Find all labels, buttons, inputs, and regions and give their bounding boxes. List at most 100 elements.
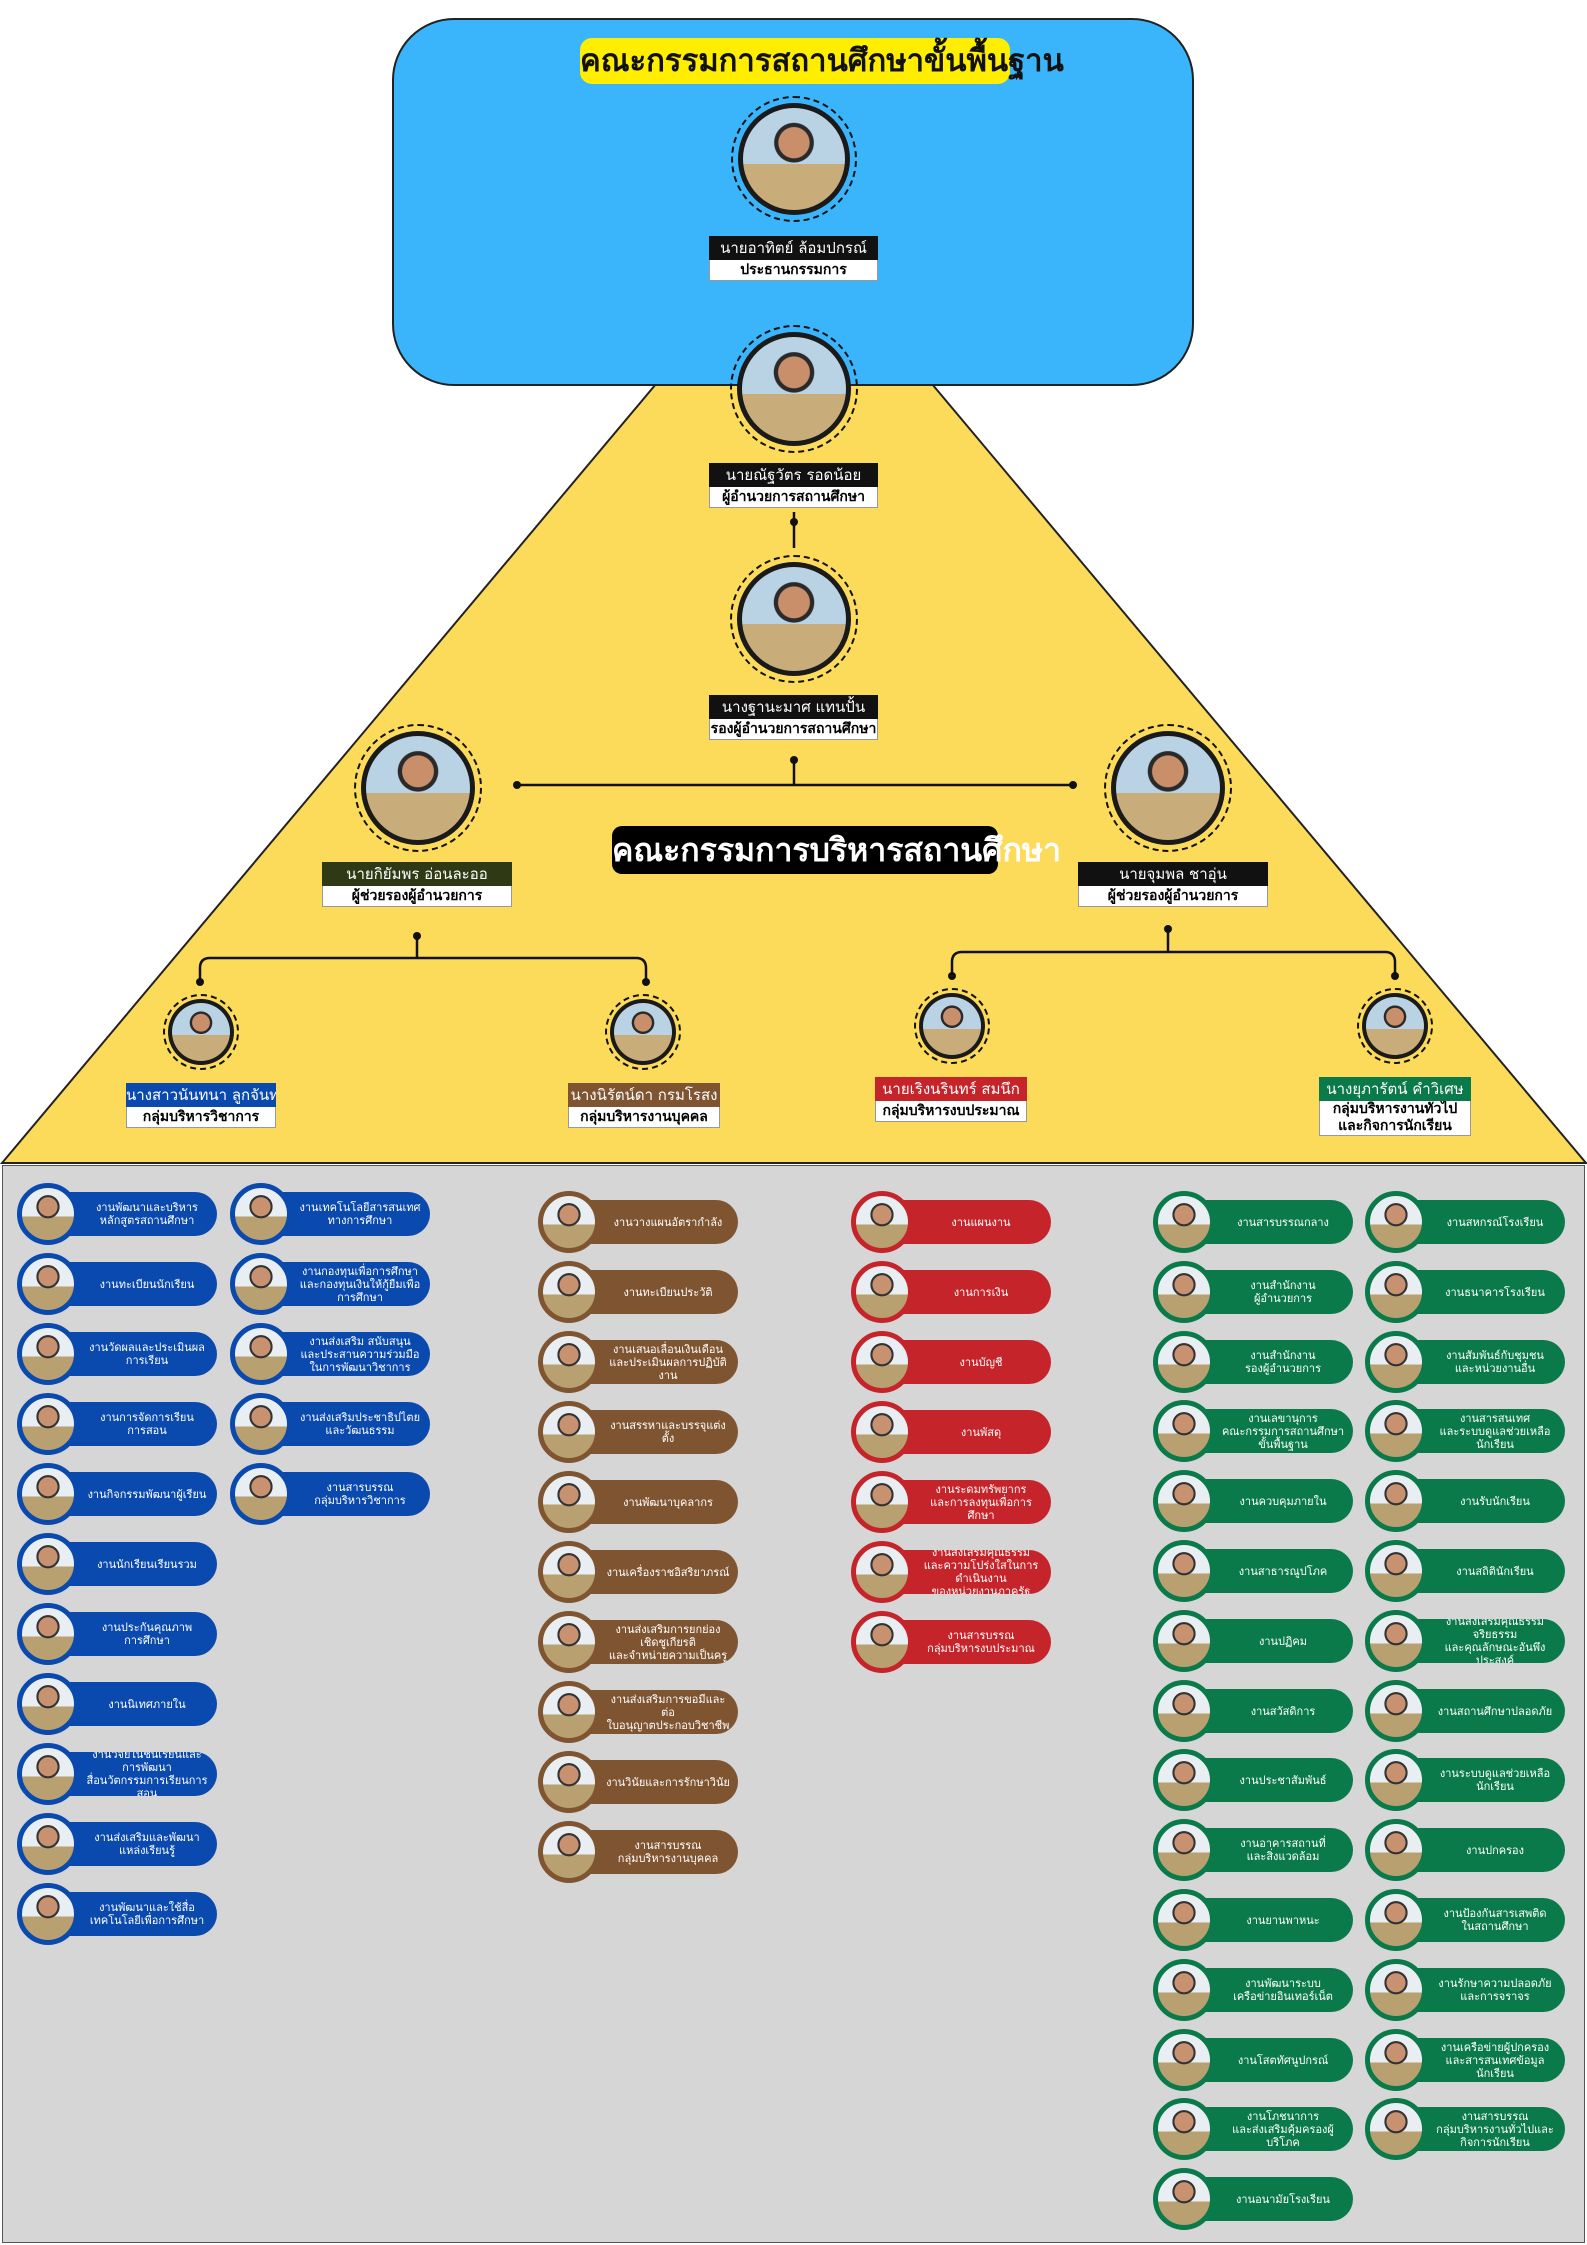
director-photo <box>737 332 851 446</box>
duty-photo <box>17 1813 79 1875</box>
deputy-role: รองผู้อำนวยการสถานศึกษา <box>709 719 878 740</box>
duty-photo <box>17 1323 79 1385</box>
duty-photo <box>1153 1191 1215 1253</box>
duty-photo <box>230 1183 292 1245</box>
assistant-right-frame <box>1104 724 1232 852</box>
duty-photo <box>1153 1331 1215 1393</box>
duty-photo <box>17 1533 79 1595</box>
director-name: นายณัฐวัตร รอดน้อย <box>709 463 878 487</box>
duty-photo <box>1365 1261 1427 1323</box>
group-general-photo <box>1362 993 1428 1059</box>
duty-photo <box>1153 1889 1215 1951</box>
duty-photo <box>538 1401 600 1463</box>
group-budget-frame <box>914 988 990 1064</box>
director-role: ผู้อำนวยการสถานศึกษา <box>709 487 878 508</box>
duty-photo <box>1153 1540 1215 1602</box>
group-general-name: นางยุภารัตน์ คำวิเศษ <box>1319 1077 1471 1101</box>
duty-photo <box>230 1463 292 1525</box>
duty-photo <box>1365 1470 1427 1532</box>
duty-photo <box>230 1253 292 1315</box>
deputy-card: นางฐานะมาศ แทนปั้น รองผู้อำนวยการสถานศึก… <box>709 695 878 740</box>
group-general-frame <box>1357 988 1433 1064</box>
duty-photo <box>17 1743 79 1805</box>
assistant-left-photo <box>361 731 475 845</box>
duty-photo <box>851 1471 913 1533</box>
duty-photo <box>17 1603 79 1665</box>
duty-photo <box>230 1323 292 1385</box>
group-personnel-frame <box>605 994 681 1070</box>
group-academic-role: กลุ่มบริหารวิชาการ <box>126 1107 276 1128</box>
assistant-left-name: นายกิยัมพร อ่อนละออ <box>322 862 512 886</box>
duty-photo <box>17 1463 79 1525</box>
duty-photo <box>851 1191 913 1253</box>
duty-photo <box>538 1541 600 1603</box>
group-personnel-card: นางนิรัตน์ดา กรมโรสง กลุ่มบริหารงานบุคคล <box>568 1083 720 1128</box>
duty-photo <box>1153 1819 1215 1881</box>
duty-photo <box>851 1401 913 1463</box>
deputy-name: นางฐานะมาศ แทนปั้น <box>709 695 878 719</box>
duty-photo <box>1365 1749 1427 1811</box>
duty-photo <box>1365 1680 1427 1742</box>
group-academic-frame <box>163 994 239 1070</box>
duty-photo <box>1365 1959 1427 2021</box>
duty-photo <box>1365 1610 1427 1672</box>
duty-photo <box>1365 1540 1427 1602</box>
duty-photo <box>851 1611 913 1673</box>
duty-photo <box>1153 1400 1215 1462</box>
assistant-right-card: นายจุมพล ชาอุ่น ผู้ช่วยรองผู้อำนวยการ <box>1078 862 1268 907</box>
group-general-role: กลุ่มบริหารงานทั่วไป และกิจการนักเรียน <box>1319 1101 1471 1136</box>
assistant-right-photo <box>1111 731 1225 845</box>
group-academic-card: นางสาวนันทนา ลูกจันทร์ กลุ่มบริหารวิชากา… <box>126 1083 276 1128</box>
duty-photo <box>538 1821 600 1883</box>
duty-photo <box>1153 1749 1215 1811</box>
duty-photo <box>538 1751 600 1813</box>
duty-photo <box>1153 2168 1215 2230</box>
duty-photo <box>538 1331 600 1393</box>
duty-photo <box>851 1261 913 1323</box>
duty-photo <box>1153 1959 1215 2021</box>
duty-photo <box>1365 1889 1427 1951</box>
duty-photo <box>538 1681 600 1743</box>
group-personnel-role: กลุ่มบริหารงานบุคคล <box>568 1107 720 1128</box>
group-academic-name: นางสาวนันทนา ลูกจันทร์ <box>126 1083 276 1107</box>
deputy-frame <box>730 555 858 683</box>
chairman-name: นายอาทิตย์ ล้อมปกรณ์ <box>709 236 878 260</box>
duty-photo <box>851 1331 913 1393</box>
assistant-right-role: ผู้ช่วยรองผู้อำนวยการ <box>1078 886 1268 907</box>
duty-photo <box>1365 2098 1427 2160</box>
group-budget-photo <box>919 993 985 1059</box>
group-personnel-name: นางนิรัตน์ดา กรมโรสง <box>568 1083 720 1107</box>
group-academic-photo <box>168 999 234 1065</box>
group-budget-role: กลุ่มบริหารงบประมาณ <box>875 1101 1027 1122</box>
board-title: คณะกรรมการสถานศึกษาขั้นพื้นฐาน <box>580 38 1064 84</box>
chairman-card: นายอาทิตย์ ล้อมปกรณ์ ประธานกรรมการ <box>709 236 878 281</box>
director-card: นายณัฐวัตร รอดน้อย ผู้อำนวยการสถานศึกษา <box>709 463 878 508</box>
duty-photo <box>1153 2098 1215 2160</box>
management-title: คณะกรรมการบริหารสถานศึกษา <box>612 826 1061 874</box>
duty-photo <box>1153 1470 1215 1532</box>
duty-item: งานส่งเสริม สนับสนุน และประสานความร่วมมื… <box>258 1332 430 1376</box>
duty-photo <box>17 1253 79 1315</box>
chairman-frame <box>731 96 857 222</box>
duty-photo <box>17 1673 79 1735</box>
chairman-role: ประธานกรรมการ <box>709 260 878 281</box>
group-general-card: นางยุภารัตน์ คำวิเศษ กลุ่มบริหารงานทั่วไ… <box>1319 1077 1471 1136</box>
duty-photo <box>1365 1819 1427 1881</box>
duty-photo <box>1365 1191 1427 1253</box>
duty-photo <box>538 1611 600 1673</box>
duty-photo <box>17 1183 79 1245</box>
duty-photo <box>230 1393 292 1455</box>
duty-photo <box>538 1261 600 1323</box>
duty-photo <box>1153 1610 1215 1672</box>
duty-photo <box>17 1393 79 1455</box>
duty-photo <box>1153 1261 1215 1323</box>
group-personnel-photo <box>610 999 676 1065</box>
assistant-right-name: นายจุมพล ชาอุ่น <box>1078 862 1268 886</box>
duty-photo <box>17 1883 79 1945</box>
chairman-photo <box>738 103 850 215</box>
assistant-left-card: นายกิยัมพร อ่อนละออ ผู้ช่วยรองผู้อำนวยกา… <box>322 862 512 907</box>
deputy-photo <box>737 562 851 676</box>
duty-photo <box>1153 1680 1215 1742</box>
